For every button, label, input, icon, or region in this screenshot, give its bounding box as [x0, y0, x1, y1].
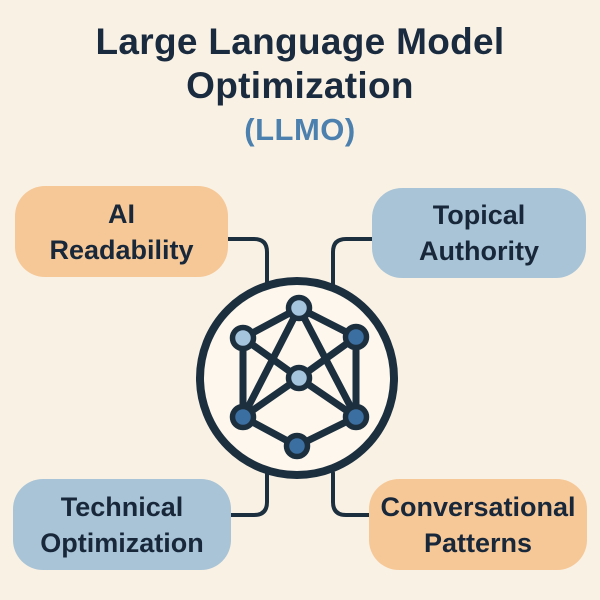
connector-bottom-left [229, 471, 269, 517]
box-label-line: Readability [49, 234, 194, 265]
page-title-line-1: Large Language Model [95, 21, 505, 62]
page-title-line-2: Optimization [186, 65, 414, 106]
graph-node-lower-right [342, 403, 370, 431]
box-technical-optimization: Technical Optimization [13, 479, 231, 570]
box-label-line: Conversational [380, 491, 576, 522]
box-label-line: Topical [432, 200, 526, 230]
box-label-line: Optimization [40, 527, 204, 558]
connector-lines [226, 237, 374, 517]
box-label-line: Patterns [423, 527, 533, 558]
connector-top-right [331, 237, 374, 287]
box-label-line: AI [108, 198, 135, 229]
box-label-line: Authority [419, 236, 539, 266]
box-ai-readability: AI Readability [15, 186, 228, 277]
graph-node-center [285, 364, 313, 392]
box-conversational-patterns: Conversational Patterns [369, 479, 587, 570]
connector-top-left [226, 237, 269, 286]
graph-edge [239, 304, 303, 421]
graph-node-top [285, 294, 313, 322]
graph-node-lower-left [229, 403, 257, 431]
graph-node-upper-left [229, 324, 257, 352]
graph-node-bottom [283, 432, 311, 460]
graph-nodes [229, 294, 370, 460]
title-acronym: (LLMO) [244, 112, 356, 147]
graph-edge [295, 304, 360, 421]
title-block: Large Language Model Optimization (LLMO) [0, 20, 600, 148]
graph-node-upper-right [342, 323, 370, 351]
box-topical-authority: Topical Authority [372, 188, 586, 278]
box-label-line: Technical [60, 491, 184, 522]
connector-bottom-right [331, 471, 372, 517]
